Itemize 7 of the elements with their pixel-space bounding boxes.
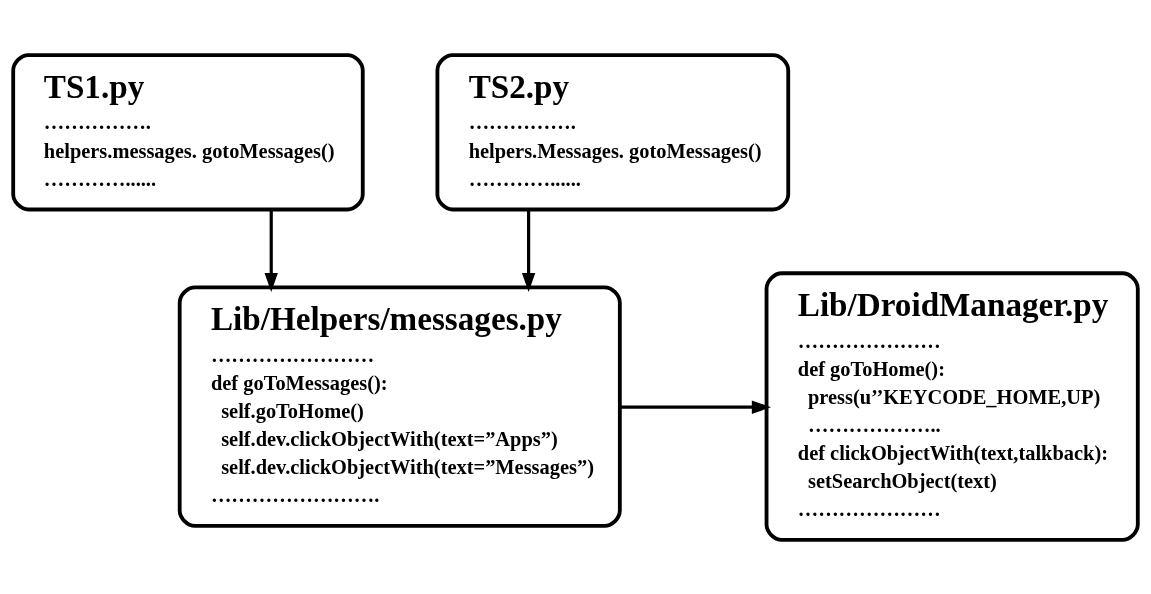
node-box: Lib/Helpers/messages.py …………………… def goToMessages(): self.goToHome() self.dev.clickObjectWith(text=”Apps”) self.dev.clickObjectWith(text=”Messages”) ……………………. [177, 284, 622, 528]
arrow [264, 209, 278, 292]
node-box: TS1.py ……………. helpers.messages. gotoMessages() …………...... [11, 52, 365, 211]
arrow [620, 400, 771, 414]
node-box: TS2.py ……………. helpers.Messages. gotoMessages() …………...... [435, 52, 791, 211]
arrow [521, 209, 536, 292]
node-box: Lib/DroidManager.py ………………… def goToHome(): press(u’’KEYCODE_HOME,UP) ……………….. def clickObjectWith(text,talkback): setSearchObject(text) ………………… [764, 270, 1140, 542]
